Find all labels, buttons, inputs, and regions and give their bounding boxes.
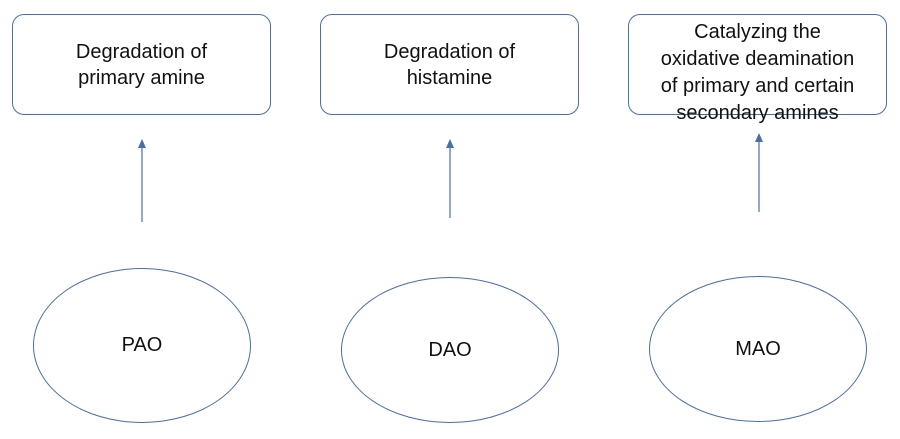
mao-function-text: Catalyzing the oxidative deamination of … xyxy=(660,21,855,124)
mao-label: MAO xyxy=(735,337,781,360)
dao-function-text: Degradation of histamine xyxy=(383,40,516,89)
mao-arrow xyxy=(755,133,763,212)
pao-function-text: Degradation of primary amine xyxy=(75,40,208,89)
dao-function-box: Degradation of histamine xyxy=(320,14,579,115)
pao-arrow xyxy=(138,139,146,222)
mao-ellipse: MAO xyxy=(649,276,867,422)
pao-label: PAO xyxy=(121,334,163,356)
dao-label: DAO xyxy=(428,338,472,361)
pao-ellipse: PAO xyxy=(33,268,251,423)
pao-function-box: Degradation of primary amine xyxy=(12,14,271,115)
dao-ellipse: DAO xyxy=(341,277,559,423)
dao-arrow xyxy=(446,139,454,218)
mao-function-box: Catalyzing the oxidative deamination of … xyxy=(628,14,887,124)
